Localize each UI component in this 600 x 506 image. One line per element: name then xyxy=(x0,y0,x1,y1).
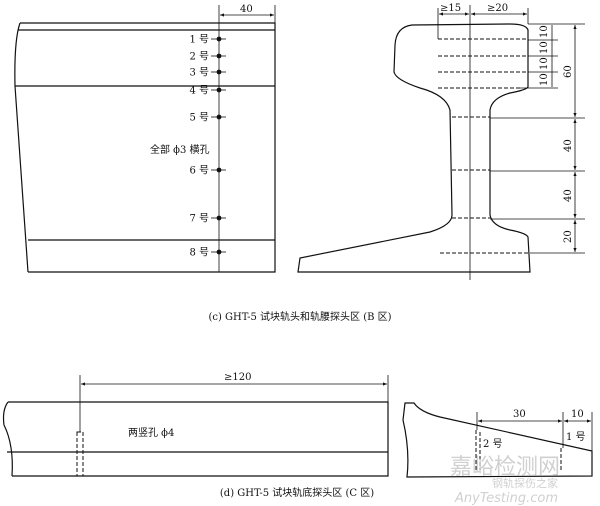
block-left-edge xyxy=(14,22,29,273)
block-outline xyxy=(20,22,276,273)
part-c-side-view: 40 全部 ϕ3 横孔 1 号 2 号 3 号 4 号 5 号 6 号 7 号 8 号 xyxy=(14,4,276,273)
dim-10-label: 10 xyxy=(539,73,550,86)
caption-d: (d) GHT-5 试块轨底探头区 (C 区) xyxy=(220,486,374,499)
dim-10-label: 10 xyxy=(539,57,550,70)
rail-profile-outline xyxy=(297,23,531,273)
hole-label: 2 号 xyxy=(189,51,209,63)
hole-label: 7 号 xyxy=(189,213,209,225)
hole-2-label: 2 号 xyxy=(483,438,503,450)
dim-ge20-label: ≥20 xyxy=(487,3,508,14)
dim-60-label: 60 xyxy=(563,65,574,78)
hole-label: 6 号 xyxy=(189,165,209,177)
vertical-hole xyxy=(76,431,84,477)
hole-note-d: 两竖孔 ϕ4 xyxy=(128,427,174,439)
hole-label: 1 号 xyxy=(189,34,209,46)
dim-20-label: 20 xyxy=(563,230,574,243)
caption-c: (c) GHT-5 试块轨头和轨腰探头区 (B 区) xyxy=(208,310,391,323)
dim-10-label: 10 xyxy=(539,41,550,54)
dim-10-label: 10 xyxy=(571,409,584,420)
hole-label: 3 号 xyxy=(189,67,209,79)
svg-text:钢轨探伤之家: 钢轨探伤之家 xyxy=(492,476,558,490)
part-d-rail-foot-profile: 30 10 2 号 1 号 xyxy=(402,402,593,478)
part-d-side-view: ≥120 两竖孔 ϕ4 xyxy=(2,372,389,477)
hole-1-label: 1 号 xyxy=(566,431,586,443)
dim-40b-label: 40 xyxy=(563,189,574,202)
part-c-rail-profile: ≥15 ≥20 10 10 10 10 60 40 40 20 xyxy=(297,3,585,280)
hole-label: 5 号 xyxy=(189,112,209,124)
watermark: 嘉峪检测网 钢轨探伤之家 AnyTesting.com xyxy=(450,455,560,506)
dim-40a-label: 40 xyxy=(563,139,574,152)
hole-note: 全部 ϕ3 横孔 xyxy=(150,143,210,156)
svg-text:嘉峪检测网: 嘉峪检测网 xyxy=(450,455,560,480)
dim-40-label: 40 xyxy=(240,4,253,15)
dim-ge120-label: ≥120 xyxy=(224,372,251,383)
hole-label: 4 号 xyxy=(189,85,209,97)
dim-ge15-label: ≥15 xyxy=(440,3,461,14)
svg-text:AnyTesting.com: AnyTesting.com xyxy=(454,491,558,506)
base-block-outline xyxy=(8,401,389,477)
dim-30-label: 30 xyxy=(513,409,526,420)
dim-10-label: 10 xyxy=(539,25,550,38)
hole-label: 8 号 xyxy=(189,247,209,259)
